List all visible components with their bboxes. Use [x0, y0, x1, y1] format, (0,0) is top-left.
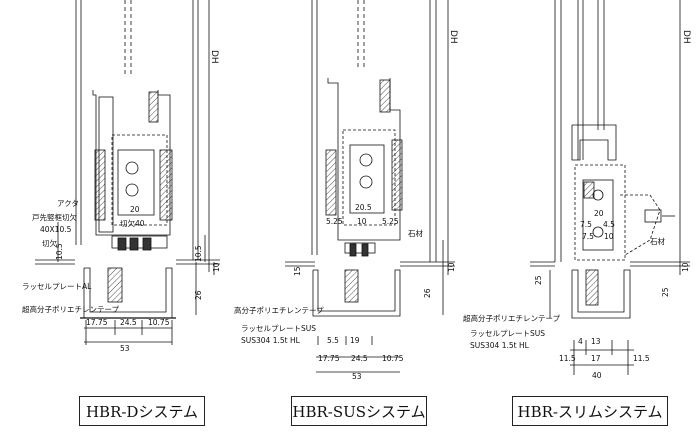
label-tobira-size: 40X10.5: [40, 225, 72, 234]
dim-53: 53: [352, 372, 362, 381]
dim-53: 53: [120, 344, 130, 353]
dim-5-25b: 5.25: [382, 217, 399, 226]
dim-26: 26: [194, 290, 203, 300]
label-ishizai: 石材: [408, 228, 423, 238]
caption-text: HBR-スリムシステム: [517, 402, 663, 421]
label-plate: ラッセルプレートAL: [22, 282, 92, 291]
caption-hbr-slim: HBR-スリムシステム: [512, 396, 668, 426]
dim-13: 13: [591, 337, 601, 346]
drawing-hbr-slim: [530, 0, 690, 375]
label-plate: ラッセルプレートSUS: [241, 324, 316, 333]
dim-10: 10: [357, 217, 367, 226]
dim-20: 20: [594, 209, 604, 218]
dim-24-5: 24.5: [351, 354, 368, 363]
dim-40: 40: [592, 371, 602, 380]
dim-10-75: 10.75: [148, 318, 170, 327]
dim-15: 15: [293, 266, 302, 276]
dim-17: 17: [591, 354, 601, 363]
dim-24-5: 24.5: [120, 318, 137, 327]
label-akuta: アクタ: [57, 199, 79, 208]
dim-10: 10: [212, 262, 221, 272]
label-tape: 高分子ポリエチレンテープ: [234, 305, 324, 315]
dim-7-5b: 7.5: [582, 232, 594, 241]
dh-label: DH: [209, 50, 219, 64]
dim-17-75: 17.75: [86, 318, 108, 327]
dh-label: DH: [681, 30, 691, 44]
dim-10b: 10: [447, 262, 456, 272]
dim-10-5a: 10.5: [55, 243, 64, 260]
dim-4-5: 4.5: [603, 220, 615, 229]
dh-label: DH: [448, 30, 458, 44]
labels-hbr-d: DH アクタ 戸先竪框切欠 40X10.5 切欠 切欠40 ラッセルプレートAL…: [22, 50, 221, 353]
dim-26: 26: [423, 288, 432, 298]
dim-7-5a: 7.5: [580, 220, 592, 229]
dim-10b: 10: [681, 262, 690, 272]
dim-19: 19: [350, 336, 360, 345]
dim-10-5b: 10.5: [194, 245, 203, 262]
label-tobira: 戸先竪框切欠: [32, 212, 77, 222]
label-kiri: 切欠: [42, 238, 57, 248]
dim-25: 25: [534, 275, 543, 285]
dim-25b: 25: [661, 287, 670, 297]
dim-20: 20: [130, 205, 140, 214]
drawing-hbr-sus: [285, 0, 455, 373]
caption-hbr-d: HBR-Dシステム: [79, 396, 205, 426]
dim-11-5a: 11.5: [559, 354, 576, 363]
dim-5-5: 5.5: [327, 336, 339, 345]
label-plate: ラッセルプレートSUS: [470, 329, 545, 338]
caption-text: HBR-Dシステム: [85, 402, 199, 421]
label-ishizai: 石材: [650, 236, 665, 246]
label-spec: SUS304 1.5t HL: [470, 341, 530, 350]
dim-4: 4: [578, 337, 583, 346]
labels-hbr-sus: DH 20.5 5.25 10 5.25 石材 15 10 26 高分子ポリエチ…: [234, 30, 458, 381]
caption-text: HBR-SUSシステム: [292, 402, 426, 421]
label-tape: 超高分子ポリエチレンテープ: [22, 304, 120, 314]
dim-11-5b: 11.5: [633, 354, 650, 363]
drawing-hbr-d: [35, 0, 220, 345]
dim-20-5: 20.5: [355, 203, 372, 212]
caption-hbr-sus: HBR-SUSシステム: [291, 396, 427, 426]
label-tape: 超高分子ポリエチレンテープ: [463, 313, 561, 323]
labels-hbr-slim: DH 20 7.5 4.5 7.5 10 石材 25 10 25 超高分子ポリエ…: [463, 30, 691, 380]
label-spec: SUS304 1.5t HL: [241, 336, 301, 345]
label-kiri40: 切欠40: [120, 218, 145, 228]
dim-17-75: 17.75: [318, 354, 340, 363]
dim-5-25a: 5.25: [326, 217, 343, 226]
dim-10: 10: [604, 232, 614, 241]
dim-10-75: 10.75: [382, 354, 404, 363]
